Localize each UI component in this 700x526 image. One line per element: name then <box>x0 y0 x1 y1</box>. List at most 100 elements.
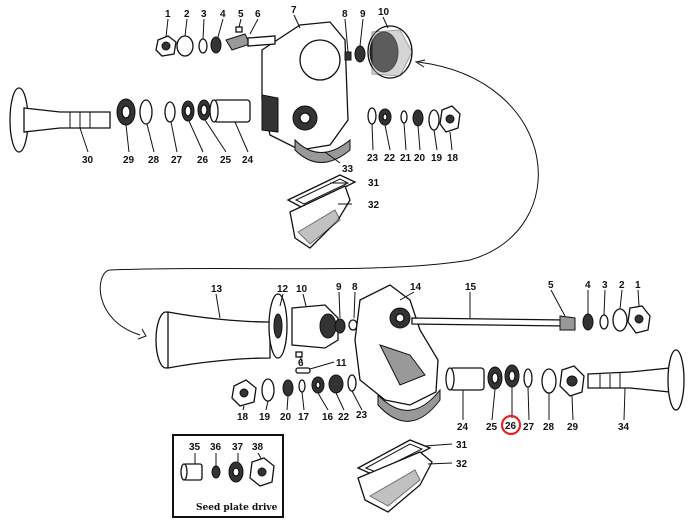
label: 16 <box>322 412 334 423</box>
part-bearing-22-b <box>328 374 344 394</box>
label: 31 <box>368 178 380 189</box>
label: 15 <box>465 282 477 293</box>
part-bearing-26 <box>181 100 195 122</box>
highlighted-part-label-26[interactable]: 26 <box>500 414 522 436</box>
label: 38 <box>252 442 264 453</box>
part-sleeve-35 <box>180 463 203 481</box>
part-ring-27 <box>164 101 176 123</box>
part-shaft-6 <box>225 33 276 51</box>
part-axle-34 <box>587 349 685 411</box>
part-bearing-9 <box>354 45 366 63</box>
label: 1 <box>165 9 171 20</box>
part-ring-28 <box>139 99 153 125</box>
label: 36 <box>210 442 222 453</box>
part-bearing-26-b <box>504 364 520 388</box>
part-cap-1 <box>155 35 177 57</box>
part-flange-12 <box>268 293 288 359</box>
label: 29 <box>567 422 579 433</box>
part-sleeve-24 <box>209 99 251 123</box>
label: 14 <box>410 282 422 293</box>
label: 8 <box>352 282 358 293</box>
part-shaft-15 <box>411 315 576 331</box>
part-tube-13 <box>155 311 271 369</box>
part-ring-27-b <box>523 368 533 388</box>
label: 2 <box>184 9 190 20</box>
label: 18 <box>447 153 459 164</box>
label: 32 <box>456 459 468 470</box>
part-bearing-29-b <box>559 365 585 397</box>
label: 19 <box>259 412 271 423</box>
label: 28 <box>543 422 555 433</box>
label: 28 <box>148 155 160 166</box>
labels-bottom: 13 12 10 9 8 14 15 5 4 3 2 1 6 11 18 19 … <box>211 280 641 470</box>
part-ring-21 <box>400 110 408 124</box>
part-ring-17 <box>298 379 306 393</box>
part-ring-23 <box>367 107 377 125</box>
label: 20 <box>414 153 426 164</box>
label: 18 <box>237 412 249 423</box>
label: 37 <box>232 442 244 453</box>
label: 5 <box>548 280 554 291</box>
part-gasket-2-b <box>612 308 628 332</box>
part-bearing-4 <box>210 36 222 54</box>
highlight-circle <box>500 414 522 436</box>
part-pan-32-b <box>357 451 433 513</box>
label: 25 <box>220 155 232 166</box>
label: 6 <box>298 358 304 369</box>
label: 34 <box>618 422 630 433</box>
part-cap-18 <box>439 105 461 133</box>
part-drum-10 <box>367 25 413 79</box>
label: 17 <box>298 412 310 423</box>
label: 26 <box>505 421 517 432</box>
label: 21 <box>400 153 412 164</box>
part-cap-1-b <box>627 305 651 334</box>
part-pan-32 <box>289 185 351 249</box>
label: 24 <box>457 422 469 433</box>
label: 22 <box>384 153 396 164</box>
label: 11 <box>336 358 347 369</box>
label: 31 <box>456 440 468 451</box>
label: 7 <box>291 5 297 16</box>
label: 2 <box>619 280 625 291</box>
arrow-head <box>137 328 147 340</box>
label: 27 <box>523 422 535 433</box>
part-bearing-20 <box>412 109 424 127</box>
label: 23 <box>367 153 379 164</box>
part-bearing-37 <box>228 461 244 483</box>
leader-lines-top <box>79 14 453 205</box>
label: 35 <box>189 442 201 453</box>
part-bearing-16 <box>311 376 325 394</box>
label: 4 <box>585 280 591 291</box>
part-bearing-22 <box>378 108 392 126</box>
part-bearing-4-b <box>582 313 594 331</box>
part-drum-10-b <box>291 304 339 349</box>
part-ring-3 <box>198 38 208 54</box>
part-pin-8 <box>344 51 352 61</box>
part-bearing-20-b <box>282 379 294 397</box>
label: 23 <box>356 410 368 421</box>
part-gasket-19-b <box>261 378 275 402</box>
inset-caption: Seed plate drive <box>196 503 278 513</box>
arrow-head <box>414 59 426 68</box>
part-sleeve-24-b <box>445 367 485 391</box>
part-gear-33-b <box>377 388 441 422</box>
part-ring-23-b <box>347 374 357 392</box>
part-housing-7 <box>261 21 349 151</box>
label: 29 <box>123 155 135 166</box>
label: 32 <box>368 200 380 211</box>
part-gasket-19 <box>428 109 440 131</box>
label: 10 <box>296 284 308 295</box>
label: 9 <box>336 282 342 293</box>
label: 25 <box>486 422 498 433</box>
label: 1 <box>635 280 641 291</box>
label: 6 <box>255 9 261 20</box>
part-cap-18-b <box>231 379 257 407</box>
part-key-6-b <box>295 351 303 358</box>
assembly-path-line <box>99 61 539 336</box>
labels-top: 1 2 3 4 5 6 7 8 9 10 30 29 28 27 26 25 2… <box>82 5 459 211</box>
part-axle-30 <box>9 87 111 153</box>
part-bearing-29 <box>116 98 136 126</box>
part-cap-38 <box>249 457 275 487</box>
